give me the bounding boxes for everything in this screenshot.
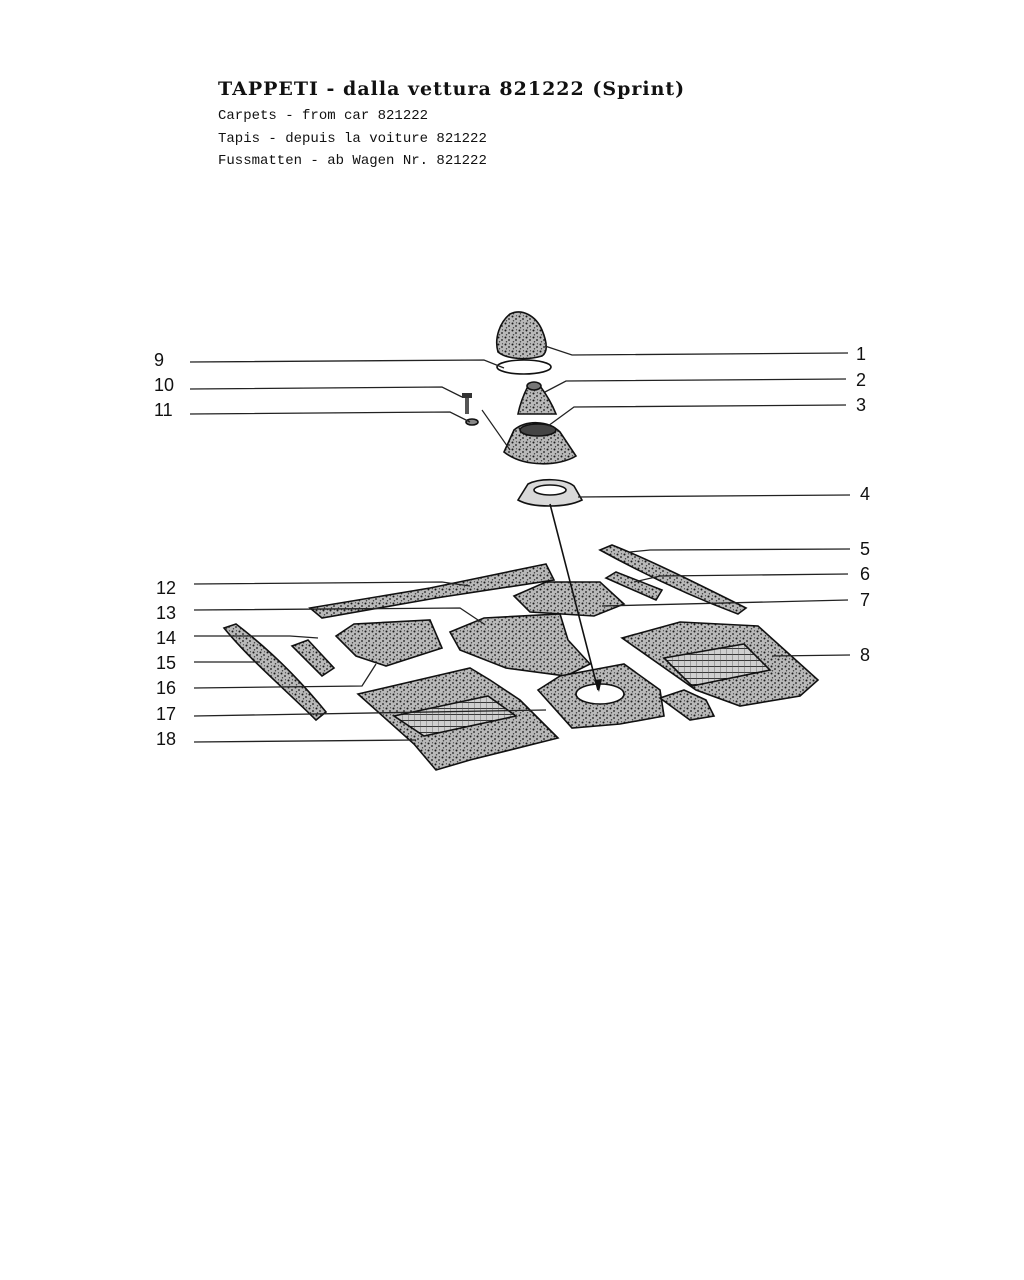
leader-line-2 — [544, 378, 847, 393]
label-13: 13 — [156, 603, 176, 623]
heel-pad-part-17 — [658, 689, 716, 721]
gear-knob-cover-part-1 — [495, 311, 547, 360]
label-3: 3 — [856, 395, 866, 415]
label-8: 8 — [860, 645, 870, 665]
leader-line-13 — [193, 607, 485, 625]
side-strip-part-5 — [598, 544, 748, 615]
label-10: 10 — [154, 375, 174, 395]
leader-line-8 — [771, 654, 851, 657]
rear-mat-part-7 — [512, 581, 626, 617]
label-16: 16 — [156, 678, 176, 698]
leader-line-11 — [189, 411, 471, 423]
leader-line-17 — [193, 709, 547, 717]
rubber-gaiter-part-2 — [517, 385, 558, 415]
subtitle-french: Tapis - depuis la voiture 821222 — [218, 131, 487, 147]
leader-line-1 — [544, 345, 849, 356]
leader-line-16 — [193, 663, 377, 689]
leader-line-18 — [193, 739, 417, 743]
label-1: 1 — [856, 344, 866, 364]
leader-line-10 — [189, 386, 463, 398]
screw-part-10 — [462, 393, 472, 414]
label-14: 14 — [156, 628, 176, 648]
subtitle-english: Carpets - from car 821222 — [218, 108, 429, 124]
leader-line-7 — [601, 599, 849, 607]
grille-part-18 — [391, 695, 518, 737]
leader-line-4 — [577, 494, 851, 498]
label-17: 17 — [156, 704, 176, 724]
label-2: 2 — [856, 370, 866, 390]
small-strip-part-6 — [604, 571, 664, 602]
small-pad-part-16 — [290, 639, 336, 678]
tunnel-cover-part-12 — [308, 563, 556, 619]
leader-line-5 — [629, 548, 851, 553]
label-18: 18 — [156, 729, 176, 749]
label-5: 5 — [860, 539, 870, 559]
subtitle-german: Fussmatten - ab Wagen Nr. 821222 — [218, 153, 487, 169]
label-4: 4 — [860, 484, 870, 504]
leader-line-9 — [189, 359, 505, 369]
label-7: 7 — [860, 590, 870, 610]
tunnel-mat-part-13 — [448, 613, 592, 677]
front-left-mat-part-14 — [334, 619, 444, 667]
leader-line-6 — [633, 573, 849, 583]
grille-part-8 — [662, 643, 772, 687]
label-9: 9 — [154, 350, 164, 370]
base-plate-hole-part-4 — [533, 484, 567, 496]
label-11: 11 — [154, 400, 173, 420]
page-title: TAPPETI - dalla vettura 821222 (Sprint) — [218, 78, 686, 100]
sealing-ring-part-9 — [496, 359, 552, 375]
label-15: 15 — [156, 653, 176, 673]
label-6: 6 — [860, 564, 870, 584]
leader-line-3 — [547, 404, 847, 427]
sill-strip-part-15 — [222, 623, 328, 722]
label-12: 12 — [156, 578, 176, 598]
boot-housing-top-part-3 — [519, 423, 557, 437]
gaiter-top-part-2 — [526, 381, 542, 391]
washer-part-11 — [465, 418, 479, 426]
leader-line-14 — [194, 635, 319, 639]
leader-line-12 — [193, 581, 471, 587]
